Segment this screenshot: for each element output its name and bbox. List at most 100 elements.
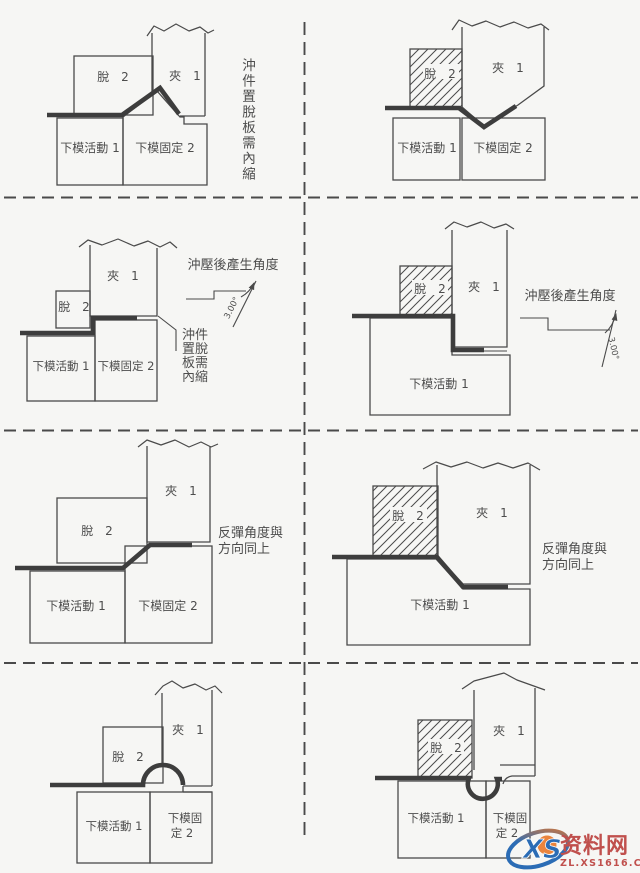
clamp-block (151, 33, 206, 117)
note-line-2: 置脫 (182, 342, 208, 357)
stripper-block (372, 485, 439, 557)
panel-4: 脫 2 夾 1 下模活動 1 沖壓後產生角度 3.00° (352, 221, 620, 416)
stripper-label-bg (423, 64, 459, 79)
break-line (154, 680, 223, 696)
lower-movable-label: 下模活動 1 (397, 141, 456, 155)
stripper-label: 脫 2 (424, 66, 456, 81)
lower-fixed-label-line-2: 定 2 (171, 826, 193, 840)
lower-movable-label: 下模活動 1 (46, 599, 105, 613)
clamp-label: 夾 1 (172, 723, 204, 737)
lower-movable-label: 下模活動 1 (33, 359, 90, 373)
side-note-vertical: 沖件置脫板需內縮 (239, 58, 256, 182)
angle-callout: 沖壓後產生角度 3.00° (186, 257, 279, 328)
lower-die-fixed-block (461, 117, 546, 181)
lower-fixed-label: 下模固定 2 (473, 140, 532, 155)
break-line (146, 23, 215, 37)
angle-step-line (186, 290, 246, 300)
clamp-label: 夾 1 (468, 280, 500, 294)
stripper-label-bg (412, 280, 448, 295)
stripper-block (55, 290, 91, 329)
panel-7: 夾 1 脫 2 下模活動 1 下模固 定 2 (50, 680, 223, 864)
lower-fixed-label-line-2: 定 2 (496, 826, 518, 840)
watermark-logo-text: XS (521, 835, 562, 865)
watermark-site-name: 资料网 (560, 834, 629, 859)
panel-6: 脫 2 夾 1 下模活動 1 反彈角度與 方向同上 (332, 461, 607, 646)
divider-lines (4, 22, 638, 836)
lower-fixed-label: 下模固定 2 (135, 140, 194, 155)
lower-die-movable-block (392, 117, 461, 181)
panel-8: 夾 1 脫 2 下模活動 1 下模固 定 2 (375, 672, 546, 859)
springback-note-line-2: 方向同上 (218, 541, 270, 557)
break-line (422, 461, 541, 471)
bent-part-strip (50, 762, 186, 788)
watermark: XS 资料网 ZL.XS1616.COM (506, 828, 640, 870)
stripper-label: 脫 2 (392, 508, 424, 523)
angle-value-label: 3.00° (605, 336, 620, 361)
lower-die-movable-block (369, 317, 511, 416)
lower-fixed-label-line-1: 下模固 (168, 811, 203, 825)
bent-part-strip (385, 104, 518, 130)
lower-movable-label: 下模活動 1 (409, 377, 468, 391)
springback-note-line-1: 反彈角度與 (218, 525, 283, 541)
bent-part-strip (352, 313, 484, 353)
bent-part-strip (20, 315, 137, 336)
clamp-label: 夾 1 (169, 69, 201, 83)
bent-part-strip (15, 542, 192, 571)
bent-part-strip (375, 775, 502, 802)
clamp-block (461, 27, 545, 127)
panel-3: 脫 2 夾 1 下模活動 1 下模固定 2 沖件 置脫 板需 內縮 沖壓後產生角… (20, 238, 279, 402)
springback-note-line-1: 反彈角度與 (542, 541, 607, 557)
lower-fixed-label: 下模固定 2 (138, 598, 197, 613)
lower-movable-label: 下模活動 1 (86, 819, 143, 833)
break-line (444, 221, 515, 230)
clamp-block (473, 688, 536, 785)
panel-1: 脫 2 夾 1 下模活動 1 下模固定 2 沖件置脫板需內縮 (47, 23, 256, 186)
angle-step-line (520, 317, 610, 331)
lower-fixed-label-line-1: 下模固 (493, 811, 528, 825)
watermark-logo-dot (537, 835, 557, 855)
bent-part-strip (47, 84, 181, 118)
stripper-label-bg (390, 507, 427, 522)
panel-5: 夾 1 脫 2 下模活動 1 下模固定 2 反彈角度與 方向同上 (15, 439, 283, 644)
clamp-label: 夾 1 (107, 269, 139, 283)
stripper-label: 脫 2 (58, 299, 90, 314)
angle-callout-title: 沖壓後產生角度 (524, 288, 615, 304)
stripper-label: 脫 2 (414, 281, 446, 296)
break-line (78, 238, 178, 249)
clamp-block (161, 690, 213, 793)
stripper-label: 脫 2 (430, 740, 462, 755)
lower-fixed-label: 下模固定 2 (98, 359, 155, 373)
note-line-4: 內縮 (182, 369, 208, 385)
angle-callout-title: 沖壓後產生角度 (187, 257, 278, 273)
lower-die-fixed-block (124, 545, 213, 644)
leader-line (157, 315, 177, 351)
clamp-block (146, 446, 211, 543)
stripper-label: 脫 2 (112, 749, 144, 764)
break-line (137, 439, 219, 448)
angle-value-label: 3.00° (222, 295, 241, 320)
angle-arc-arrow (604, 313, 618, 334)
angle-arc-arrow (240, 282, 255, 298)
lower-die-fixed-block (149, 791, 213, 864)
break-line (461, 672, 546, 691)
stripper-label: 脫 2 (81, 523, 113, 538)
note-line-1: 沖件 (182, 328, 208, 343)
clamp-label: 夾 1 (165, 484, 197, 498)
clamp-label: 夾 1 (493, 724, 525, 738)
lower-movable-label: 下模活動 1 (410, 598, 469, 612)
clamp-label: 夾 1 (476, 506, 508, 520)
watermark-site-url: ZL.XS1616.COM (560, 858, 640, 869)
springback-note-line-2: 方向同上 (542, 557, 594, 573)
stripper-label: 脫 2 (97, 69, 129, 84)
note-line-3: 板需 (182, 356, 208, 371)
clamp-label: 夾 1 (492, 61, 524, 75)
stripper-block (73, 55, 154, 116)
stripper-label-bg (428, 739, 464, 754)
watermark-logo-swoosh (506, 828, 570, 870)
lower-movable-label: 下模活動 1 (60, 141, 119, 155)
panel-2: 脫 2 夾 1 下模活動 1 下模固定 2 (385, 19, 550, 181)
clamp-block (436, 465, 531, 585)
angle-callout: 沖壓後產生角度 3.00° (520, 288, 620, 368)
